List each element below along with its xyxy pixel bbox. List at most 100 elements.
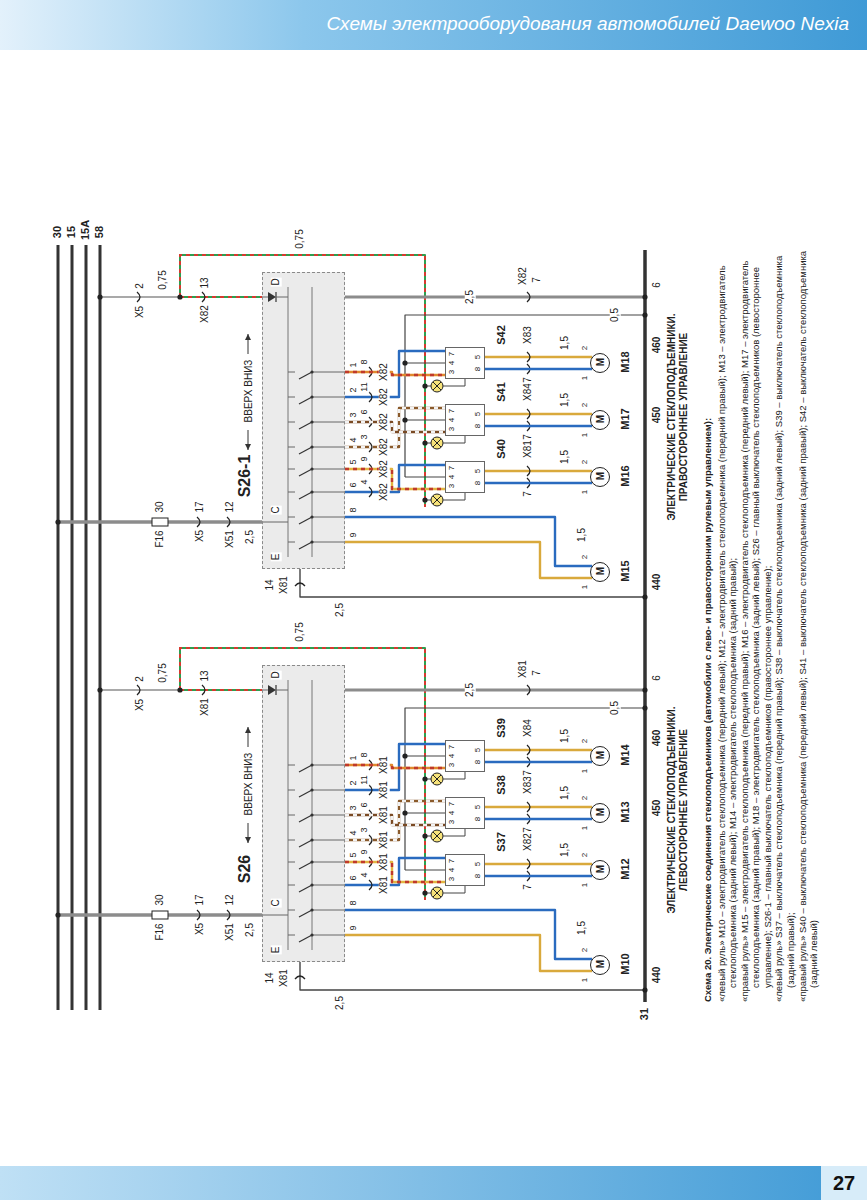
component-name: S40 <box>496 439 507 459</box>
motor-symbol: M17M <box>590 410 610 430</box>
connector-symbol <box>527 802 530 812</box>
arrow-head <box>245 444 251 450</box>
wire <box>345 858 445 885</box>
switch-contact <box>299 885 312 892</box>
connector-label: X83 <box>523 325 534 345</box>
pin-number: 3 <box>448 426 456 432</box>
wiring-half <box>55 255 647 600</box>
switch-contact <box>299 542 312 549</box>
connector-label: X81 <box>379 755 390 775</box>
connector-label: X81 <box>379 830 390 850</box>
connector-symbol <box>137 685 140 695</box>
connector-symbol <box>527 745 530 755</box>
connector-label: X81 <box>200 697 211 717</box>
wire <box>345 296 645 299</box>
wire-gauge: 0,75 <box>158 662 169 683</box>
connector-label: X84 <box>523 382 534 402</box>
pin-number: 9 <box>349 531 358 538</box>
pin-number: 3 <box>448 369 456 375</box>
wire-stripe <box>345 815 445 825</box>
switch-contact <box>433 775 441 783</box>
junction-dot <box>642 594 647 599</box>
pin-number: 6 <box>360 801 369 808</box>
component-text: M <box>596 358 606 366</box>
wire <box>443 886 465 893</box>
pin-number: 8 <box>474 759 482 765</box>
connector-label: X81 <box>523 439 534 459</box>
connector-symbol <box>527 859 530 869</box>
pin-number: 3 <box>448 483 456 489</box>
pin-number: 7 <box>448 744 456 750</box>
switch-contact <box>288 935 295 936</box>
pin-number: 460 <box>652 336 663 355</box>
component-text: ВВЕРХ ВНИЗ <box>244 753 254 816</box>
wire-gauge: 2,5 <box>245 529 256 545</box>
terminal-label: D <box>271 670 282 679</box>
pin-number: 450 <box>652 406 663 425</box>
pin-number: 2 <box>581 852 589 858</box>
pin-number: 12 <box>225 500 236 513</box>
contact-dot <box>310 445 313 448</box>
junction-dot <box>97 294 102 299</box>
switch-contact <box>262 915 288 916</box>
switch-contact <box>288 542 295 543</box>
pin-number: 7 <box>523 883 534 891</box>
pin-number: 8 <box>474 816 482 822</box>
junction-dot <box>642 987 647 992</box>
junction-dot <box>642 294 647 299</box>
bus-label: 31 <box>639 1007 651 1021</box>
connector-symbol <box>369 442 372 452</box>
switch-contact <box>299 447 312 454</box>
switch-contact <box>299 935 312 942</box>
contact-dot <box>310 515 313 518</box>
wire <box>345 542 592 578</box>
pin-number: 5 <box>474 411 482 417</box>
switch-contact <box>288 765 295 766</box>
switch-contact <box>433 382 441 390</box>
contact-dot <box>310 540 313 543</box>
contact-dot <box>310 838 313 841</box>
switch-contact <box>276 690 288 691</box>
switch-contact <box>312 517 345 518</box>
junction-dot <box>402 360 407 365</box>
contact-dot <box>310 908 313 911</box>
switch-contact <box>312 935 345 936</box>
pin-number: 6 <box>349 481 358 488</box>
switch-contact <box>299 397 312 404</box>
pin-number: 8 <box>474 480 482 486</box>
contact-dot <box>310 763 313 766</box>
wire-stripe <box>345 469 445 489</box>
switch-contact <box>433 832 441 840</box>
junction-dot <box>422 383 427 388</box>
wire-connector <box>345 935 592 971</box>
arrow-head <box>245 727 251 733</box>
bus-label: 58 <box>94 225 106 239</box>
wire-stripe <box>180 296 262 298</box>
lamp-symbol <box>431 380 443 392</box>
connector-label: X84 <box>523 718 534 738</box>
connector-symbol <box>295 976 305 979</box>
pin-number: 4 <box>360 871 369 878</box>
switch-contact <box>299 790 312 797</box>
contact-dot <box>310 860 313 863</box>
pin-number: 14 <box>265 578 276 591</box>
switch-contact <box>312 840 345 841</box>
pin-number: 1 <box>581 977 589 983</box>
pin-number: 7 <box>448 351 456 357</box>
page-number: 27 <box>821 1166 867 1200</box>
arrow-head <box>245 334 251 340</box>
wire <box>405 419 445 420</box>
pin-number: 6 <box>360 408 369 415</box>
wire-gauge: 1,5 <box>560 728 571 744</box>
wire <box>405 708 645 870</box>
pin-number: 8 <box>474 423 482 429</box>
wire-stripe <box>345 372 445 375</box>
component-name: S38 <box>496 775 507 795</box>
component-text: M <box>596 960 606 968</box>
connector-symbol <box>197 517 200 527</box>
switch-contact <box>433 775 441 783</box>
wire <box>485 425 592 427</box>
pin-number: 30 <box>155 500 166 513</box>
switch-contact <box>299 862 312 869</box>
